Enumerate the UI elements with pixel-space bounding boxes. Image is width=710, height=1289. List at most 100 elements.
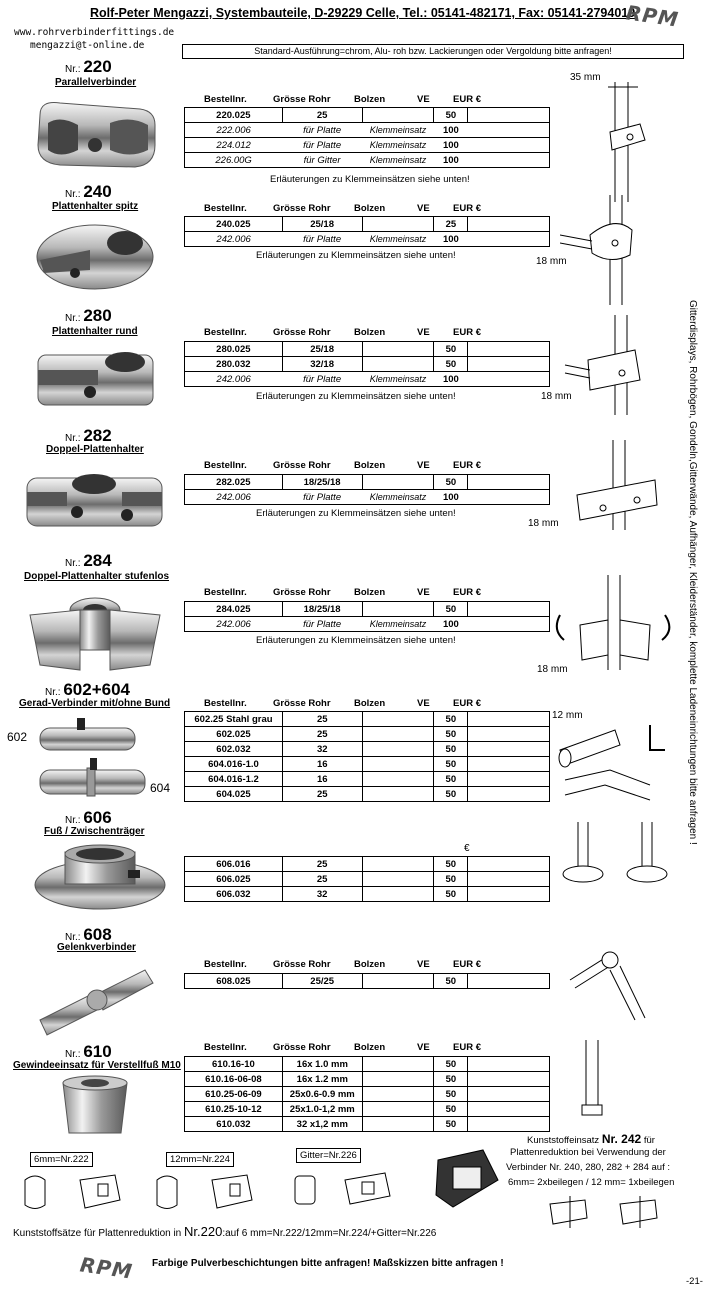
cell-eur — [467, 726, 550, 742]
product-name-602: Gerad-Verbinder mit/ohne Bund — [19, 698, 171, 709]
website-link[interactable]: www.rohrverbinderfittings.de — [14, 27, 175, 38]
cell-groesse: 32 — [281, 886, 363, 902]
product-name-610: Gewindeeinsatz für Verstellfuß M10 — [13, 1060, 181, 1071]
product-image-602 — [39, 718, 146, 797]
cell-bolzen — [361, 726, 435, 742]
table-header-240: Bestellnr. Grösse Rohr Bolzen VE EUR € — [184, 203, 550, 215]
cell-bolzen — [361, 341, 435, 357]
insert-image-242 — [435, 1149, 499, 1208]
cell-bestellnr: 280.032 — [184, 356, 283, 372]
cell-ve: 50 — [433, 356, 469, 372]
col-ve: VE — [417, 460, 430, 471]
cell-eur — [467, 886, 550, 902]
page-number: -21- — [686, 1276, 703, 1287]
product-name-240: Plattenhalter spitz — [52, 201, 139, 212]
cell-bolzen — [361, 1116, 435, 1132]
cell-ve: 100 — [433, 137, 468, 153]
note-240: Erläuterungen zu Klemmeinsätzen siehe un… — [256, 250, 456, 261]
col-ve: VE — [417, 94, 430, 105]
insert-sketch-242 — [549, 1196, 658, 1228]
cell-ve: 50 — [433, 726, 469, 742]
cell-groesse: 25 — [281, 711, 363, 727]
cell-eur — [467, 973, 550, 989]
sketch-606 — [562, 822, 668, 883]
product-image-240 — [36, 224, 154, 290]
product-image-220 — [37, 102, 156, 168]
note-284: Erläuterungen zu Klemmeinsätzen siehe un… — [256, 635, 456, 646]
col-bolzen: Bolzen — [354, 587, 386, 598]
company-header: Rolf-Peter Mengazzi, Systembauteile, D-2… — [90, 6, 636, 20]
cell-groesse: 32 — [281, 741, 363, 757]
cell-groesse: für Platte — [282, 231, 362, 247]
table-header-280: Bestellnr. Grösse Rohr Bolzen VE EUR € — [184, 327, 550, 339]
cell-bestellnr: 608.025 — [184, 973, 283, 989]
col-groesse: Grösse Rohr — [273, 1042, 331, 1053]
cell-bolzen — [361, 1101, 435, 1117]
cell-eur — [467, 1086, 550, 1102]
cell-eur — [467, 856, 550, 872]
label-602: 602 — [7, 730, 28, 744]
cell-ve: 100 — [433, 616, 468, 632]
insert-sketch-222 — [24, 1174, 121, 1209]
cell-bestellnr: 610.032 — [184, 1116, 283, 1132]
cell-ve: 100 — [433, 122, 468, 138]
cell-bestellnr: 242.006 — [184, 371, 283, 387]
cell-bestellnr: 610.25-10-12 — [184, 1101, 283, 1117]
col-groesse: Grösse Rohr — [273, 959, 331, 970]
product-number-240: Nr.: 240 — [65, 182, 112, 201]
col-bolzen: Bolzen — [354, 94, 386, 105]
product-image-610 — [62, 1075, 128, 1134]
cell-ve: 50 — [433, 474, 469, 490]
email-link[interactable]: mengazzi@t-online.de — [30, 40, 145, 51]
insert-sketch-224 — [156, 1174, 253, 1209]
side-note: Gitterdisplays, Rohrbögen, Gondeln,Gitte… — [687, 300, 698, 845]
sketch-602 — [558, 725, 665, 801]
product-image-282 — [26, 474, 163, 527]
cell-ve: 50 — [433, 341, 469, 357]
cell-bestellnr: 280.025 — [184, 341, 283, 357]
insert-label-222: 6mm=Nr.222 — [30, 1152, 93, 1167]
sketch-220 — [608, 82, 646, 202]
cell-bolzen — [361, 856, 435, 872]
col-ve: VE — [417, 587, 430, 598]
table-header-608: Bestellnr. Grösse Rohr Bolzen VE EUR € — [184, 959, 550, 971]
table-header-610: Bestellnr. Grösse Rohr Bolzen VE EUR € — [184, 1042, 550, 1054]
cell-ve: 100 — [433, 152, 468, 168]
cell-ve: 50 — [433, 107, 469, 123]
cell-bestellnr: 604.016-1.0 — [184, 756, 283, 772]
cell-groesse: 25/18 — [281, 216, 363, 232]
product-number-284: Nr.: 284 — [65, 551, 112, 570]
euro-symbol: € — [464, 843, 470, 854]
cell-bestellnr: 604.016-1.2 — [184, 771, 283, 787]
table-header-282: Bestellnr. Grösse Rohr Bolzen VE EUR € — [184, 460, 550, 472]
insert-label-224: 12mm=Nr.224 — [166, 1152, 234, 1167]
table-header-220: Bestellnr. Grösse Rohr Bolzen VE EUR € — [184, 94, 550, 106]
col-ve: VE — [417, 959, 430, 970]
cell-ve: 25 — [433, 216, 469, 232]
cell-bestellnr: 606.032 — [184, 886, 283, 902]
cell-ve: 50 — [433, 711, 469, 727]
cell-eur — [467, 356, 550, 372]
cell-ve: 100 — [433, 371, 468, 387]
cell-groesse: 25 — [281, 107, 363, 123]
col-eur: EUR € — [453, 1042, 481, 1053]
cell-bolzen — [361, 1086, 435, 1102]
col-ve: VE — [417, 698, 430, 709]
product-name-280: Plattenhalter rund — [52, 326, 138, 337]
